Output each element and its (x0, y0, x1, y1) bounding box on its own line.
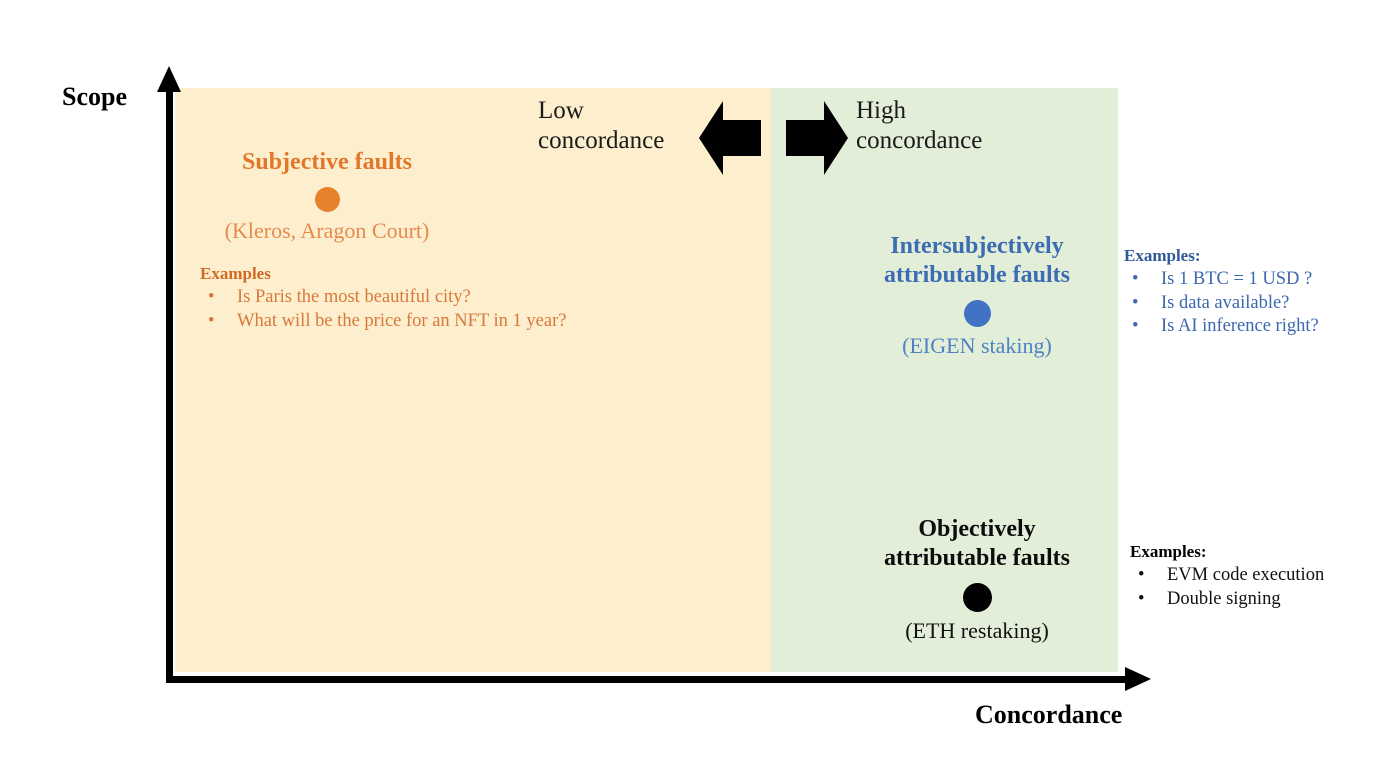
list-item-label: EVM code execution (1167, 565, 1325, 585)
examples-subjective-heading: Examples (200, 264, 271, 283)
y-axis-label: Scope (62, 82, 127, 111)
label-low-concordance: Low concordance (538, 96, 664, 155)
bullet-icon: • (208, 310, 215, 331)
arrow-right-icon (786, 101, 848, 175)
list-item: • EVM code execution (1130, 564, 1380, 588)
examples-objective-list: • EVM code execution • Double signing (1130, 564, 1380, 611)
bullet-icon: • (1138, 588, 1145, 609)
data-point-objective (962, 582, 992, 612)
label-low-concordance-line2: concordance (538, 126, 665, 154)
examples-objective: Examples: • EVM code execution • Double si… (1130, 542, 1380, 611)
x-axis-arrowhead-icon (1125, 667, 1151, 691)
label-high-concordance: High concordance (856, 96, 982, 155)
examples-intersubjective-heading: Examples: (1124, 246, 1201, 265)
x-axis-line (166, 676, 1129, 683)
list-item: • Is data available? (1124, 292, 1374, 316)
group-objective-faults: Objectively attributable faults (ETH res… (838, 515, 1116, 644)
list-item-label: What will be the price for an NFT in 1 y… (237, 310, 567, 331)
examples-intersubjective-list: •Is 1 BTC = 1 USD ? •Is data available? … (1124, 268, 1374, 339)
group-subjective-faults: Subjective faults (Kleros, Aragon Court) (182, 148, 472, 244)
group-intersubjective-subtitle: (EIGEN staking) (902, 332, 1052, 358)
list-item-label: Is AI inference right? (1161, 316, 1319, 337)
list-item: • Is 1 BTC = 1 USD ? (1124, 268, 1374, 292)
y-axis-arrowhead-icon (157, 66, 181, 92)
label-high-concordance-line1: High (856, 97, 906, 124)
region-low-concordance (175, 88, 771, 672)
label-low-concordance-line1: Low (538, 97, 584, 124)
bullet-icon: • (1132, 316, 1139, 337)
region-high-concordance (771, 88, 1118, 672)
group-objective-title-line2: attributable faults (884, 544, 1070, 571)
arrow-left-icon (699, 101, 761, 175)
list-item: • Is Paris the most beautiful city? (200, 286, 600, 310)
examples-subjective-list: • Is Paris the most beautiful city? • What… (200, 286, 600, 333)
list-item: • Is AI inference right? (1124, 315, 1374, 339)
x-axis-label: Concordance (975, 700, 1123, 729)
data-point-intersubjective (963, 299, 991, 327)
list-item-label: Is data available? (1161, 292, 1290, 313)
group-intersubjective-faults: Intersubjectively attributable faults (E… (838, 232, 1116, 359)
group-objective-subtitle: (ETH restaking) (905, 617, 1049, 643)
examples-intersubjective: Examples: • Is 1 BTC = 1 USD ? • Is data a… (1124, 246, 1374, 339)
list-item-label: Is 1 BTC = 1 USD ? (1161, 269, 1313, 289)
bullet-icon: • (1132, 269, 1139, 289)
bullet-icon: • (1132, 292, 1139, 313)
list-item-label: Double signing (1167, 588, 1281, 609)
list-item: • What will be the price for an NFT in 1 … (200, 310, 600, 334)
examples-subjective: Examples • Is Paris the most beautiful ci… (200, 264, 600, 333)
group-subjective-subtitle: (Kleros, Aragon Court) (224, 217, 430, 243)
data-point-subjective (314, 186, 340, 212)
list-item: • Double signing (1130, 588, 1380, 612)
group-subjective-title: Subjective faults (242, 149, 412, 175)
bullet-icon: • (1138, 565, 1145, 585)
group-intersubjective-title-line1: Intersubjectively (890, 233, 1064, 259)
examples-objective-heading: Examples: (1130, 542, 1207, 561)
bullet-icon: • (208, 287, 215, 307)
list-item-label: Is Paris the most beautiful city? (237, 287, 471, 307)
group-objective-title-line1: Objectively (918, 516, 1036, 542)
group-intersubjective-title-line2: attributable faults (884, 261, 1070, 288)
label-high-concordance-line2: concordance (856, 126, 983, 154)
y-axis-line (166, 88, 173, 682)
